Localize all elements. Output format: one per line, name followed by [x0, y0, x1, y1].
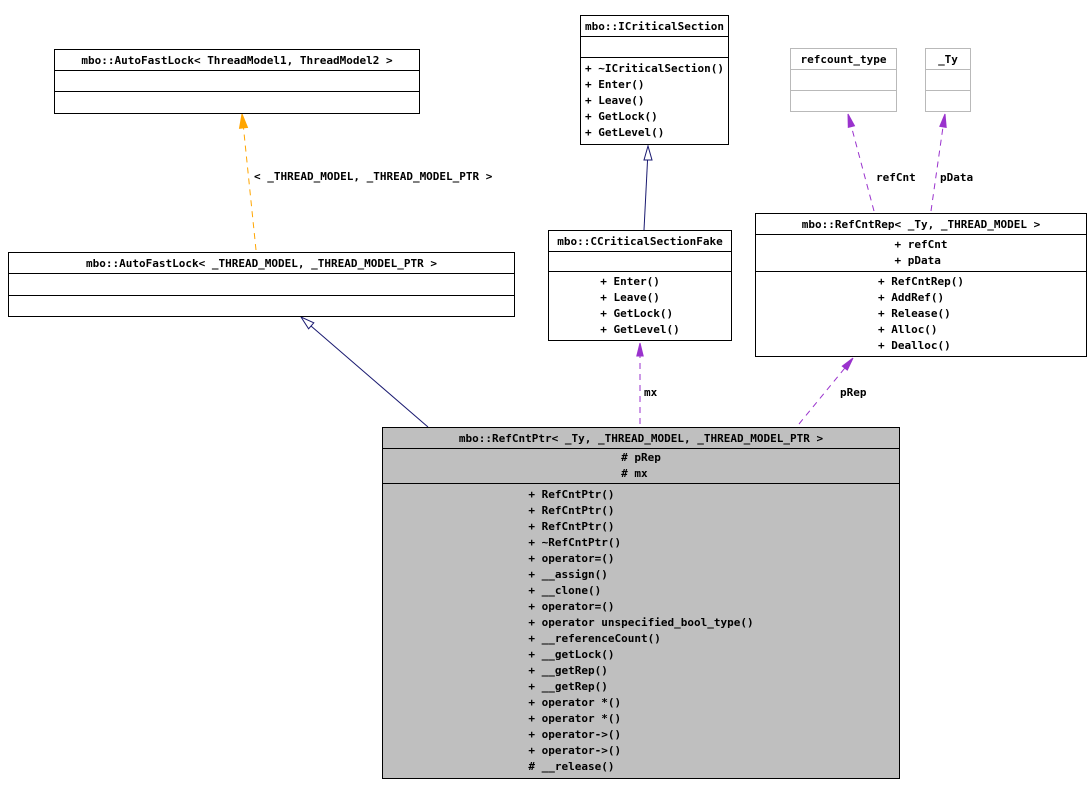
methods-compartment: + Enter() + Leave() + GetLock() + GetLevel(…: [549, 272, 731, 340]
class-box-ty: _Ty: [925, 48, 971, 112]
member-line: + operator *(): [528, 712, 622, 725]
empty-methods-compartment: [926, 91, 970, 111]
member-line: + pData: [894, 254, 941, 267]
empty-attributes-compartment: [926, 70, 970, 91]
class-box-autofastlock-threadmodel1-threadmodel2[interactable]: mbo::AutoFastLock< ThreadModel1, ThreadM…: [54, 49, 420, 114]
member-line: + __getRep(): [528, 664, 608, 677]
member-line: + Release(): [877, 307, 951, 320]
class-box-icriticalsection[interactable]: mbo::ICriticalSection + ~ICriticalSectio…: [580, 15, 729, 145]
class-box-refcount-type: refcount_type: [790, 48, 897, 112]
edge-label-mx: mx: [644, 386, 658, 399]
attributes-compartment: # pRep # mx: [383, 449, 899, 484]
member-line: + ~RefCntPtr(): [528, 536, 622, 549]
edge-label-pdata: pData: [940, 171, 974, 184]
member-line: + __assign(): [528, 568, 608, 581]
class-box-refcntrep[interactable]: mbo::RefCntRep< _Ty, _THREAD_MODEL > + r…: [755, 213, 1087, 357]
inheritance-arrow-refcntptr-to-autofastlock: [299, 315, 429, 428]
class-title: mbo::RefCntPtr< _Ty, _THREAD_MODEL, _THR…: [383, 428, 899, 449]
member-line: + operator=(): [528, 600, 615, 613]
empty-attributes-compartment: [581, 37, 728, 58]
member-line: + __referenceCount(): [528, 632, 661, 645]
member-line: + operator->(): [528, 744, 622, 757]
member-line: + RefCntPtr(): [528, 520, 615, 533]
inheritance-arrow-fake-to-icriticalsection: [643, 144, 653, 231]
member-line: + RefCntRep(): [877, 275, 965, 288]
class-title: refcount_type: [791, 49, 896, 70]
class-title: _Ty: [926, 49, 970, 70]
member-line: + __getRep(): [528, 680, 608, 693]
class-title: mbo::AutoFastLock< _THREAD_MODEL, _THREA…: [9, 253, 514, 274]
member-line: + operator=(): [528, 552, 615, 565]
class-title: mbo::ICriticalSection: [581, 16, 728, 37]
usage-arrow-pdata: [930, 113, 947, 212]
class-title: mbo::RefCntRep< _Ty, _THREAD_MODEL >: [756, 214, 1086, 235]
member-line: + Leave(): [584, 94, 645, 107]
edge-label-template-args: < _THREAD_MODEL, _THREAD_MODEL_PTR >: [254, 170, 493, 183]
edge-label-prep: pRep: [840, 386, 867, 399]
member-line: + operator *(): [528, 696, 622, 709]
member-line: # __release(): [528, 760, 615, 773]
class-box-ccriticalsectionfake[interactable]: mbo::CCriticalSectionFake + Enter()+ Lea…: [548, 230, 732, 341]
member-line: + GetLock(): [600, 307, 674, 320]
usage-arrow-mx: [636, 342, 644, 424]
member-line: + __getLock(): [528, 648, 615, 661]
empty-methods-compartment: [55, 92, 419, 112]
member-line: + operator->(): [528, 728, 622, 741]
usage-arrow-refcnt: [847, 113, 875, 212]
edge-label-refcnt: refCnt: [876, 171, 916, 184]
member-line: + refCnt: [894, 238, 948, 251]
class-title: mbo::AutoFastLock< ThreadModel1, ThreadM…: [55, 50, 419, 71]
member-line: + GetLevel(): [584, 126, 665, 139]
member-line: + __clone(): [528, 584, 602, 597]
member-line: + operator unspecified_bool_type(): [528, 616, 754, 629]
empty-attributes-compartment: [55, 71, 419, 92]
member-line: + Enter(): [584, 78, 645, 91]
member-line: # mx: [621, 467, 648, 480]
empty-attributes-compartment: [791, 70, 896, 91]
member-line: + Alloc(): [877, 323, 938, 336]
member-line: + Dealloc(): [877, 339, 951, 352]
member-line: + RefCntPtr(): [528, 504, 615, 517]
empty-methods-compartment: [9, 296, 514, 316]
member-line: + AddRef(): [877, 291, 945, 304]
member-line: + RefCntPtr(): [528, 488, 615, 501]
methods-compartment: + ~ICriticalSection() + Enter() + Leave() +…: [581, 58, 728, 143]
class-title: mbo::CCriticalSectionFake: [549, 231, 731, 252]
member-line: + Leave(): [600, 291, 660, 304]
empty-methods-compartment: [791, 91, 896, 111]
member-line: + GetLevel(): [600, 323, 680, 336]
class-box-autofastlock-thread-model[interactable]: mbo::AutoFastLock< _THREAD_MODEL, _THREA…: [8, 252, 515, 317]
methods-compartment: + RefCntRep() + AddRef() + Release() + Allo…: [756, 272, 1086, 356]
member-line: # pRep: [621, 451, 661, 464]
member-line: + ~ICriticalSection(): [584, 62, 725, 75]
attributes-compartment: + refCnt + pData: [756, 235, 1086, 272]
class-box-refcntptr-current: mbo::RefCntPtr< _Ty, _THREAD_MODEL, _THR…: [382, 427, 900, 779]
member-line: + Enter(): [600, 275, 660, 288]
empty-attributes-compartment: [549, 252, 731, 272]
member-line: + GetLock(): [584, 110, 658, 123]
methods-compartment: + RefCntPtr() + RefCntPtr() + RefCntPtr() +…: [383, 484, 899, 778]
empty-attributes-compartment: [9, 274, 514, 296]
